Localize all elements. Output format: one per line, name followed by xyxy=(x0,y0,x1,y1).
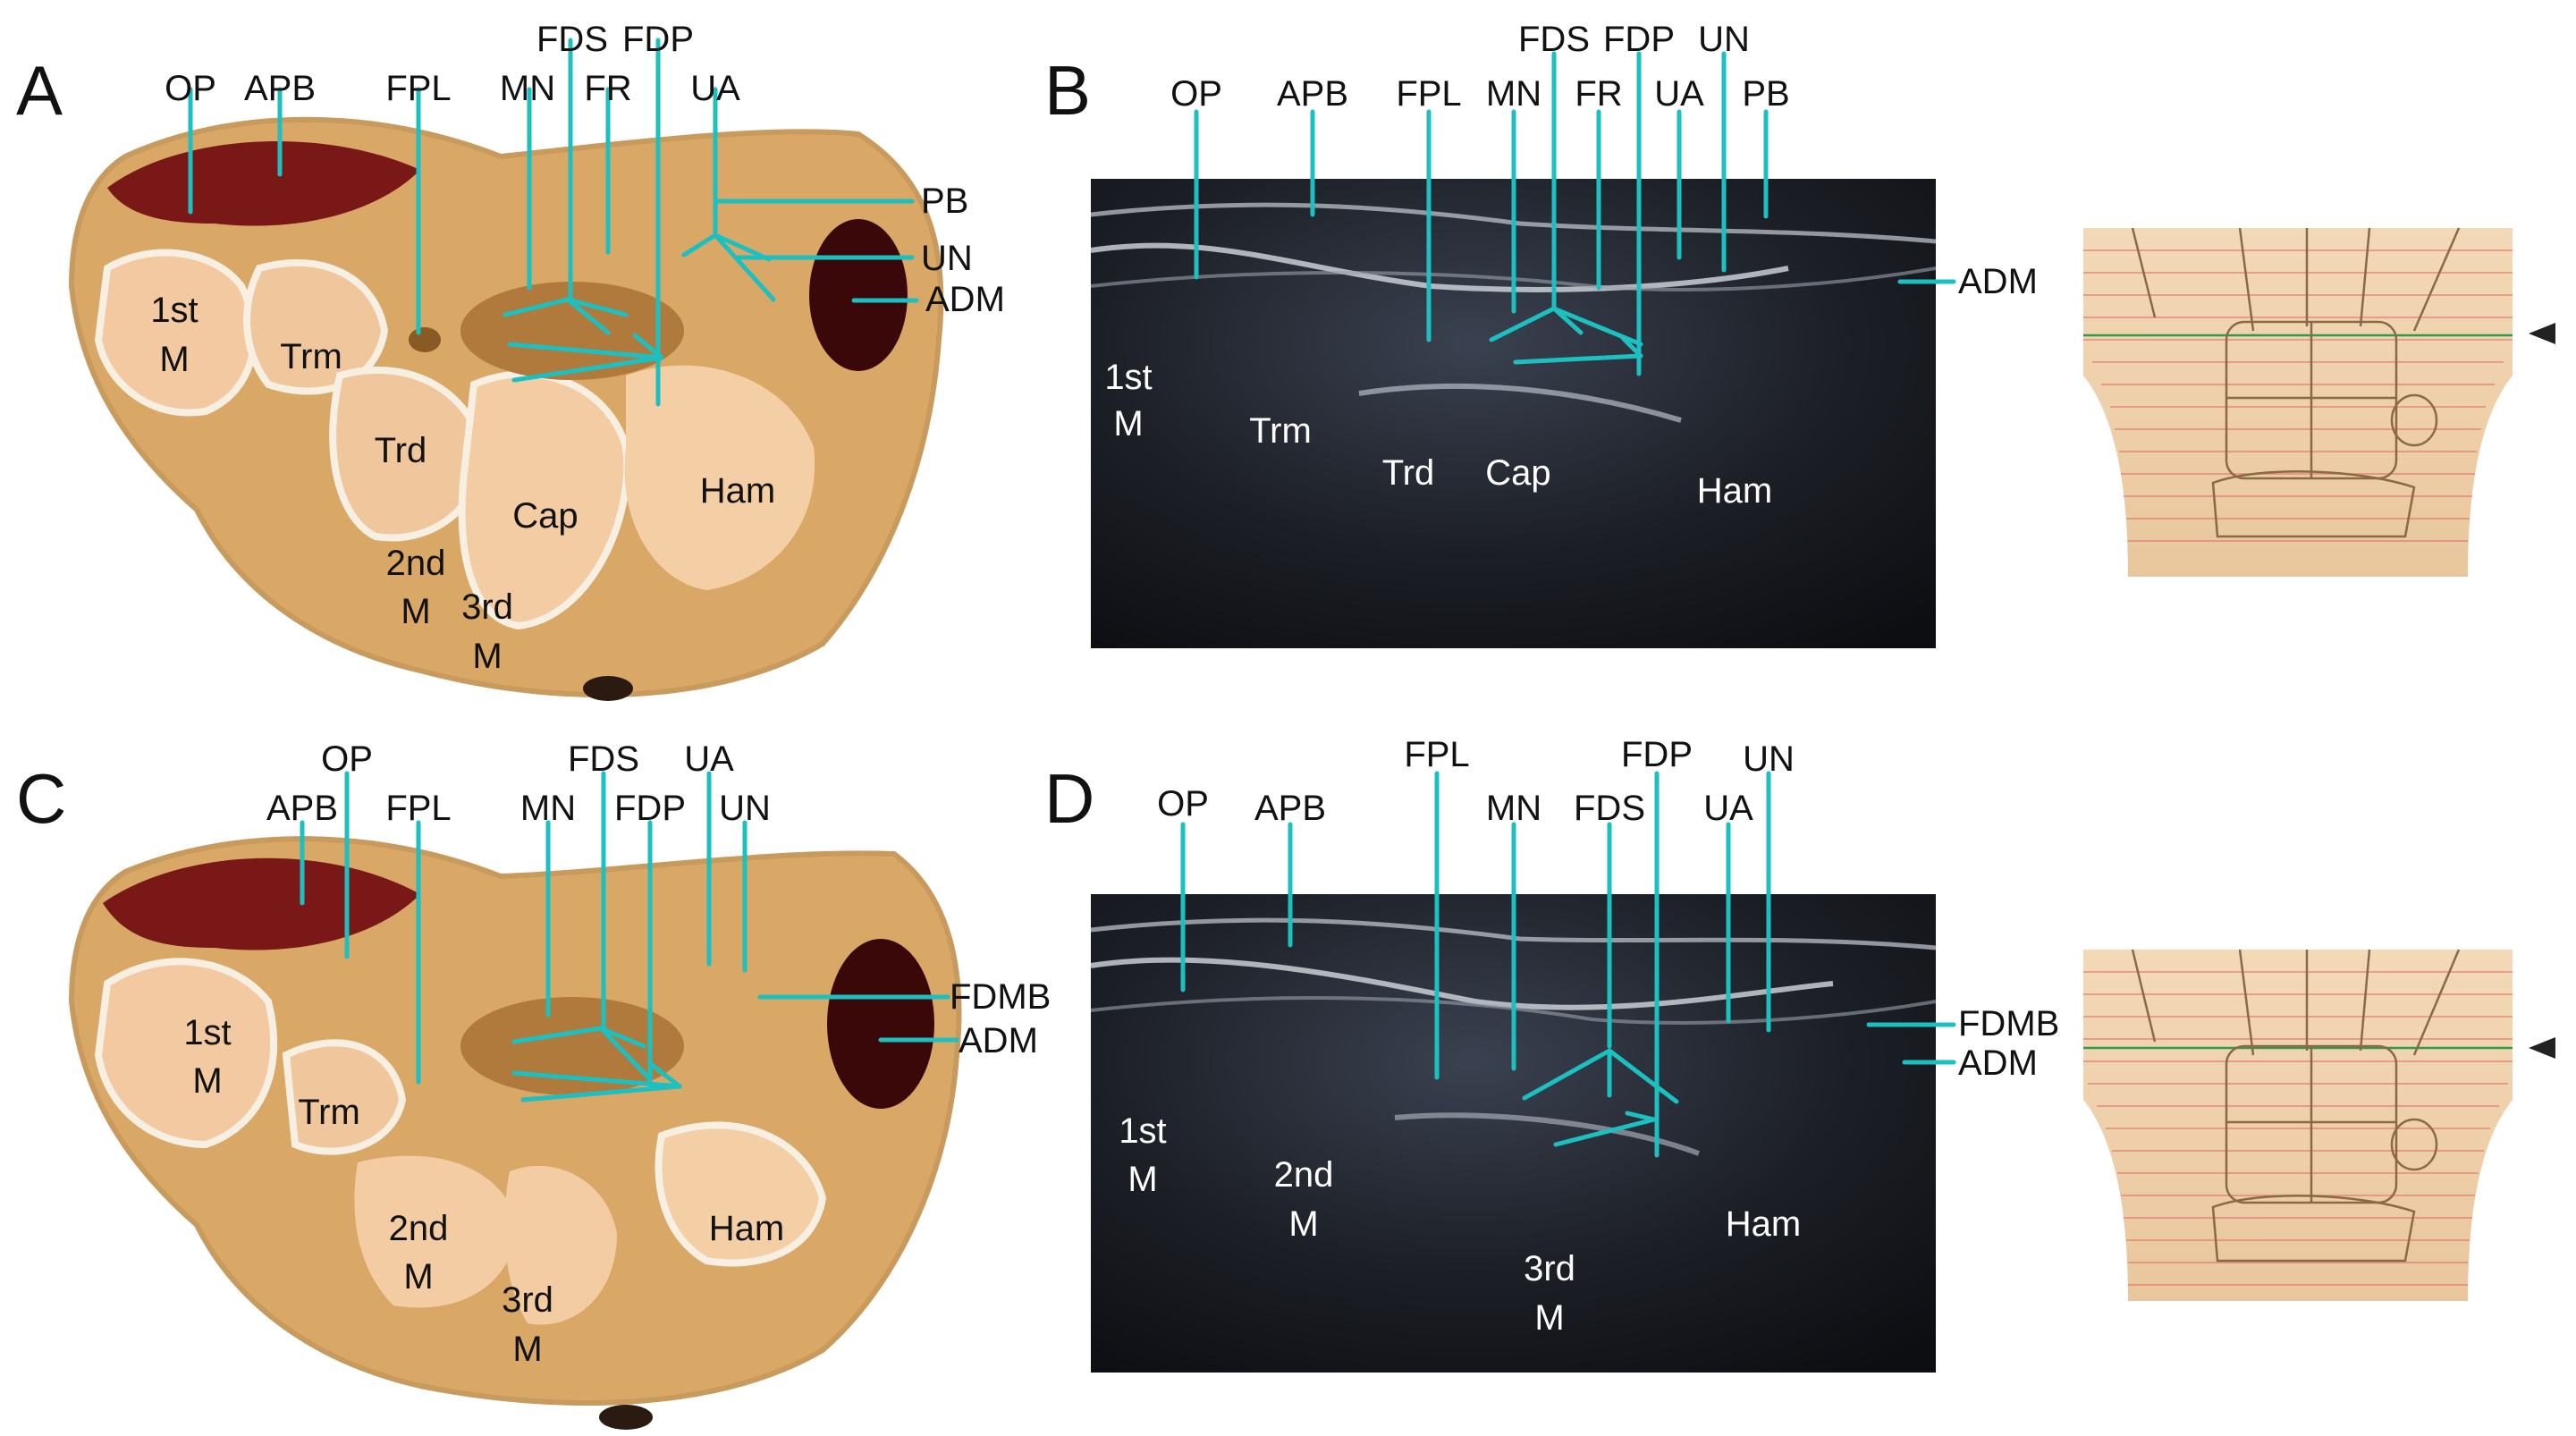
label-mn: MN xyxy=(520,789,576,828)
label-trm: Trm xyxy=(280,337,342,376)
label-op: OP xyxy=(165,69,216,108)
label-fpl: FPL xyxy=(1396,74,1461,114)
panel-b: B OP APB F xyxy=(1044,20,2555,648)
label-op: OP xyxy=(321,739,373,779)
label-trm: Trm xyxy=(298,1093,360,1132)
label-third-m-1: 3rd xyxy=(502,1280,553,1320)
label-third-m-2: M xyxy=(1534,1298,1564,1338)
labels-d: OP APB FPL MN FDS FDP UA UN FDMB ADM 1st… xyxy=(1119,735,2059,1338)
leader-lines-d xyxy=(1180,771,1956,1158)
label-third-m-1: 3rd xyxy=(1524,1249,1575,1288)
label-fds: FDS xyxy=(1574,789,1645,828)
label-first-m-2: M xyxy=(159,340,189,379)
label-trm: Trm xyxy=(1249,411,1312,451)
label-first-m-1: 1st xyxy=(183,1013,231,1052)
label-trd: Trd xyxy=(1382,453,1435,493)
label-cap: Cap xyxy=(512,496,578,536)
label-un: UN xyxy=(1698,20,1750,59)
label-op: OP xyxy=(1157,784,1209,824)
label-ham: Ham xyxy=(1697,471,1772,511)
label-fdp: FDP xyxy=(614,789,686,828)
label-fr: FR xyxy=(1575,74,1622,114)
level-marker-icon xyxy=(2529,1037,2555,1059)
label-mn: MN xyxy=(1486,789,1541,828)
label-first-m-2: M xyxy=(192,1061,222,1101)
label-second-m-2: M xyxy=(1288,1204,1318,1244)
label-fpl: FPL xyxy=(385,789,451,828)
label-apb: APB xyxy=(1277,74,1348,114)
label-fdmb: FDMB xyxy=(950,977,1051,1017)
label-ua: UA xyxy=(690,69,740,108)
label-fdp: FDP xyxy=(1603,20,1675,59)
labels-c: OP APB FPL MN FDS FDP UA UN FDMB ADM 1st… xyxy=(183,739,1051,1369)
labels-a: OP APB FPL MN FDS FR FDP UA PB UN ADM 1s… xyxy=(150,20,1005,676)
panel-letter-d: D xyxy=(1044,759,1094,838)
label-ua: UA xyxy=(1703,789,1753,828)
level-marker-icon xyxy=(2529,323,2555,344)
label-second-m-1: 2nd xyxy=(1274,1155,1334,1195)
label-ua: UA xyxy=(684,739,734,779)
label-ua: UA xyxy=(1654,74,1704,114)
label-fpl: FPL xyxy=(385,69,451,108)
label-first-m-1: 1st xyxy=(1119,1111,1166,1151)
label-first-m-2: M xyxy=(1128,1160,1157,1199)
label-second-m-2: M xyxy=(403,1257,433,1297)
leader-lines-b xyxy=(1194,51,1956,376)
label-first-m-1: 1st xyxy=(1104,358,1152,397)
label-un: UN xyxy=(719,789,771,828)
label-fds: FDS xyxy=(568,739,639,779)
label-first-m-1: 1st xyxy=(150,291,198,330)
label-apb: APB xyxy=(1254,789,1326,828)
label-fdmb: FDMB xyxy=(1958,1004,2059,1043)
leader-lines-c xyxy=(300,771,959,1102)
label-apb: APB xyxy=(244,69,316,108)
label-second-m-2: M xyxy=(401,592,430,631)
label-first-m-2: M xyxy=(1113,404,1143,443)
label-fdp: FDP xyxy=(1621,735,1693,774)
label-op: OP xyxy=(1170,74,1222,114)
label-adm: ADM xyxy=(925,280,1005,319)
leader-lines-a xyxy=(188,38,919,407)
label-second-m-1: 2nd xyxy=(389,1209,449,1248)
label-un: UN xyxy=(1743,739,1795,779)
panel-letter-b: B xyxy=(1044,51,1091,130)
label-apb: APB xyxy=(266,789,338,828)
label-mn: MN xyxy=(500,69,555,108)
label-fds: FDS xyxy=(536,20,608,59)
cadaver-section-c xyxy=(68,836,962,1430)
label-second-m-1: 2nd xyxy=(386,544,446,583)
labels-b: OP APB FPL MN FDS FR FDP UA UN PB ADM 1s… xyxy=(1104,20,2038,511)
label-trd: Trd xyxy=(375,431,427,470)
label-third-m-2: M xyxy=(472,637,502,676)
label-pb: PB xyxy=(1742,74,1789,114)
label-cap: Cap xyxy=(1485,453,1550,493)
label-third-m-2: M xyxy=(512,1330,542,1369)
label-ham: Ham xyxy=(700,471,775,511)
label-fpl: FPL xyxy=(1404,735,1469,774)
label-fdp: FDP xyxy=(622,20,694,59)
label-ham: Ham xyxy=(1726,1204,1801,1244)
label-adm: ADM xyxy=(959,1021,1038,1060)
label-fr: FR xyxy=(584,69,631,108)
panel-letter-a: A xyxy=(16,51,63,130)
label-third-m-1: 3rd xyxy=(461,587,513,627)
panel-a: A xyxy=(16,20,1005,701)
label-ham: Ham xyxy=(709,1209,784,1248)
wrist-schematic-b xyxy=(2083,227,2555,577)
label-mn: MN xyxy=(1486,74,1541,114)
label-adm: ADM xyxy=(1958,1043,2038,1083)
label-fds: FDS xyxy=(1518,20,1590,59)
panel-letter-c: C xyxy=(16,759,66,838)
wrist-schematic-d xyxy=(2083,949,2555,1301)
label-adm: ADM xyxy=(1958,262,2038,301)
panel-c: C xyxy=(16,739,1051,1430)
label-un: UN xyxy=(921,239,973,278)
panel-d: D OP APB FPL xyxy=(1044,735,2555,1373)
label-pb: PB xyxy=(921,182,968,221)
